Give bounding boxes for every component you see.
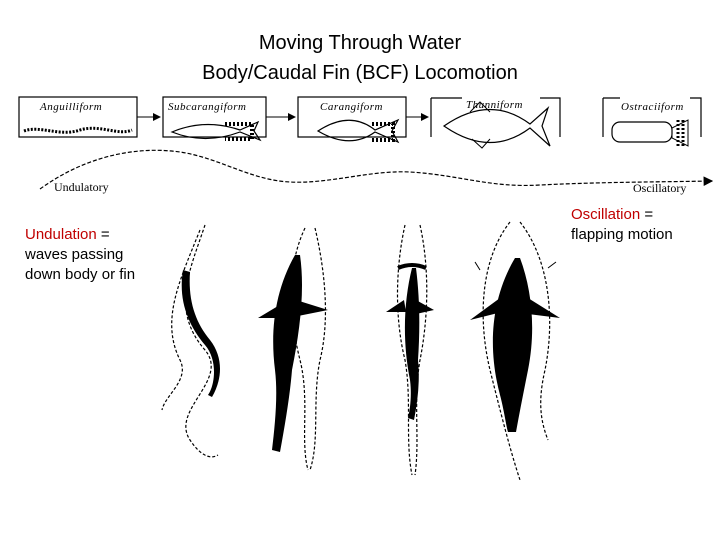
form-label-subcarangiform: Subcarangiform xyxy=(168,101,247,113)
fish-sequence-thunniform xyxy=(470,221,560,481)
oscillation-definition-line-2: flapping motion xyxy=(571,226,673,243)
undulation-definition-line-3: down body or fin xyxy=(25,266,136,283)
form-box-thunniform xyxy=(430,97,561,149)
undulation-definition-line-2: waves passing xyxy=(25,246,124,263)
form-label-anguilliform: Anguilliform xyxy=(40,101,103,113)
undulation-note: Undulation = waves passing down body or … xyxy=(25,225,135,285)
oscillation-equals: = xyxy=(640,206,654,223)
fish-sequence-anguilliform xyxy=(161,224,220,458)
undulation-term: Undulation xyxy=(25,226,97,243)
undulatory-oscillatory-scale xyxy=(39,149,714,190)
oscillation-note: Oscillation = flapping motion xyxy=(571,205,673,245)
title-line-1: Moving Through Water xyxy=(258,32,462,54)
oscillation-term: Oscillation xyxy=(571,206,641,223)
form-box-ostraciiform xyxy=(602,97,702,147)
form-label-thunniform: Thunniform xyxy=(466,99,523,111)
form-label-ostraciiform: Ostraciiform xyxy=(621,101,684,113)
scale-label-undulatory: Undulatory xyxy=(54,180,109,194)
title-line-2: Body/Caudal Fin (BCF) Locomotion xyxy=(202,62,518,84)
scale-label-oscillatory: Oscillatory xyxy=(633,181,687,195)
undulation-equals: = xyxy=(96,226,110,243)
fish-sequence-subcarangiform xyxy=(258,227,328,471)
form-label-carangiform: Carangiform xyxy=(320,101,383,113)
fish-sequence-carangiform xyxy=(386,224,434,476)
